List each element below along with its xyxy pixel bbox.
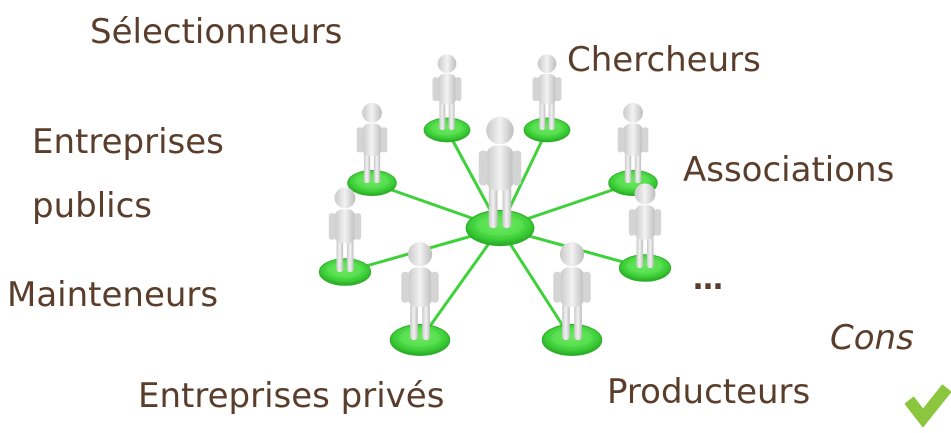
person-figure-icon (347, 102, 397, 197)
person-figure-icon (465, 116, 535, 247)
person-figure-icon (608, 102, 658, 197)
label-mainteneurs: Mainteneurs (7, 275, 219, 315)
network-nodes (318, 54, 672, 356)
label-selectionneurs: Sélectionneurs (90, 12, 343, 52)
label-chercheurs: Chercheurs (567, 40, 761, 80)
label-entreprises-prives: Entreprises privés (138, 376, 445, 416)
label-producteurs: Producteurs (607, 372, 811, 412)
label-entreprises-publics-line1: Entreprises (32, 122, 224, 162)
person-figure-icon (541, 242, 603, 356)
network-edge (418, 227, 502, 341)
green-arrow-icon (905, 384, 951, 428)
label-ellipsis: … (693, 262, 723, 297)
person-figure-icon (389, 242, 451, 356)
network-edge (498, 227, 574, 341)
person-figure-icon (318, 187, 372, 286)
label-entreprises-publics-line2: publics (32, 186, 153, 226)
label-cons: Cons (830, 318, 914, 358)
label-associations: Associations (683, 150, 895, 190)
person-figure-icon (523, 54, 571, 143)
person-figure-icon (423, 54, 471, 143)
person-figure-icon (618, 183, 672, 282)
